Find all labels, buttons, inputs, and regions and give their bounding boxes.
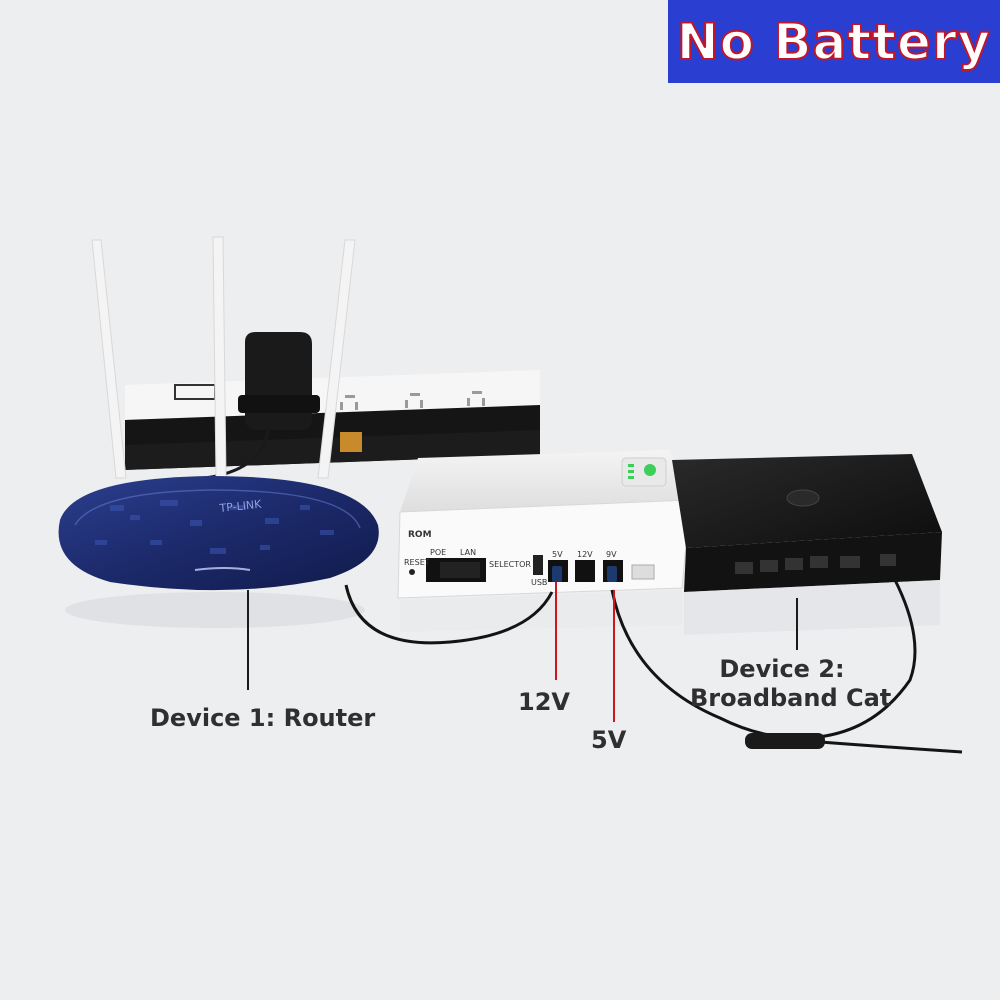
svg-text:ROM: ROM bbox=[408, 530, 432, 540]
reset-label: RESET bbox=[404, 558, 430, 567]
broadband-cat-label: Device 2: Broadband Cat bbox=[690, 655, 892, 713]
broadband-cat-label-line1: Device 2: bbox=[719, 655, 845, 683]
broadband-cat-label-line2: Broadband Cat bbox=[690, 683, 892, 712]
router: TP-LINK bbox=[58, 476, 379, 628]
voltage-5v-label: 5V bbox=[591, 726, 627, 754]
svg-text:TP-LINK: TP-LINK bbox=[218, 498, 263, 515]
port-9v-label: 9V bbox=[606, 550, 617, 559]
cable-ferrite bbox=[745, 733, 825, 749]
pointer-lines bbox=[247, 582, 798, 722]
usb-label: USB bbox=[531, 578, 547, 587]
mini-ups: ROM RESET POE LAN SELECTOR USB 5V 12V 9V bbox=[397, 450, 691, 632]
badge-text: No Battery bbox=[676, 12, 992, 72]
voltage-12v-label: 12V bbox=[518, 688, 570, 716]
poe-label: POE bbox=[430, 548, 446, 557]
router-label: Device 1: Router bbox=[150, 704, 376, 732]
router-antennas bbox=[91, 236, 356, 479]
selector-label: SELECTOR bbox=[489, 560, 531, 569]
power-adapter bbox=[180, 332, 320, 491]
port-5v-label: 5V bbox=[552, 550, 563, 559]
port-12v-label: 12V bbox=[577, 550, 593, 559]
lan-label: LAN bbox=[460, 548, 476, 557]
no-battery-badge: No Battery bbox=[668, 0, 1000, 83]
broadband-cat bbox=[672, 454, 942, 635]
